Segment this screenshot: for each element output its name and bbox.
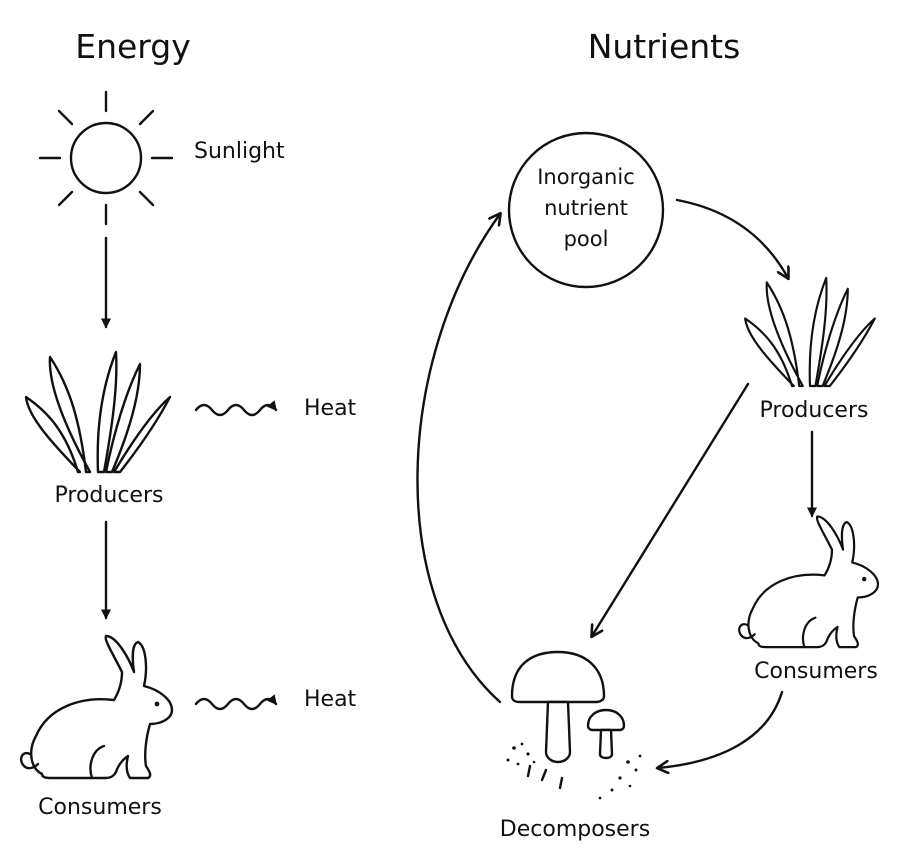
nutrient-arrow-pool-to-producers (675, 198, 788, 278)
energy-title: Energy (75, 27, 191, 66)
wavy-arrow-icon (194, 400, 278, 417)
inorganic-nutrient-pool: Inorganic nutrient pool (507, 131, 665, 289)
energy-panel: Energy Sunlight Producers Heat (19, 27, 357, 820)
nutrients-title: Nutrients (588, 27, 741, 66)
grass-icon (24, 350, 172, 474)
energy-producers-label: Producers (55, 483, 164, 508)
nutrient-consumers-label: Consumers (754, 659, 878, 684)
pool-label-line-2: nutrient (544, 196, 628, 220)
nutrient-arrow-producers-to-decomposers (592, 382, 750, 636)
rabbit-icon (19, 634, 174, 780)
decomposers-label: Decomposers (500, 817, 650, 842)
nutrient-arrow-consumers-to-decomposers (658, 690, 784, 768)
pool-label-line-3: pool (564, 227, 609, 251)
heat-label-producers: Heat (304, 396, 357, 421)
sunlight-label: Sunlight (194, 139, 285, 164)
energy-consumers-label: Consumers (38, 795, 162, 820)
sun-icon (38, 90, 174, 226)
grass-icon (744, 276, 876, 388)
heat-label-consumers: Heat (304, 687, 357, 712)
rabbit-icon (738, 515, 880, 649)
nutrients-panel: Nutrients Inorganic nutrient pool Produc… (416, 27, 880, 842)
nutrient-arrow-decomposers-to-pool (416, 214, 500, 704)
nutrient-producers-label: Producers (760, 398, 869, 423)
wavy-arrow-icon (194, 694, 278, 711)
mushroom-worm-icon (506, 650, 642, 800)
pool-label-line-1: Inorganic (537, 165, 635, 189)
